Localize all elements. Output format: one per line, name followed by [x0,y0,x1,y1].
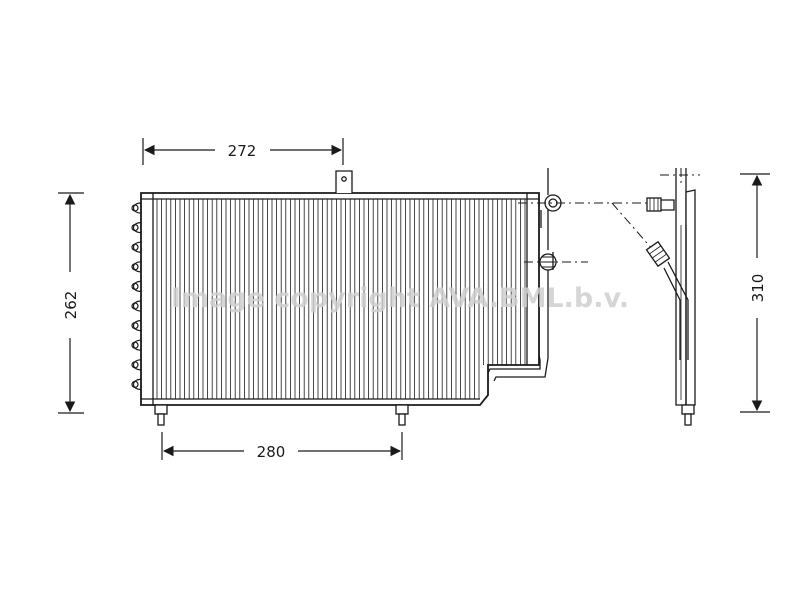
dimension-280-label: 280 [257,443,286,461]
lower-pipe-fitting [539,252,557,271]
outlet-pipe [487,198,549,382]
centre-lines [518,168,700,263]
top-mounting-bracket [335,170,353,193]
condenser-side-view [645,168,696,426]
dimension-272-label: 272 [228,142,257,160]
dimension-310-label: 310 [749,274,767,303]
condenser-fins [156,199,526,399]
dimension-262-label: 262 [62,291,80,320]
dimension-310 [740,173,770,413]
dimension-262 [58,192,84,414]
dimension-280 [161,432,403,460]
upper-pipe-fitting [544,168,562,212]
left-coil-bends [131,202,142,390]
dimension-272 [142,138,344,165]
bottom-mounting-pin-left [154,404,168,426]
bottom-mounting-pin-right [395,404,409,426]
copyright-watermark: Image copyright AVA.BML.b.v. [171,283,629,314]
